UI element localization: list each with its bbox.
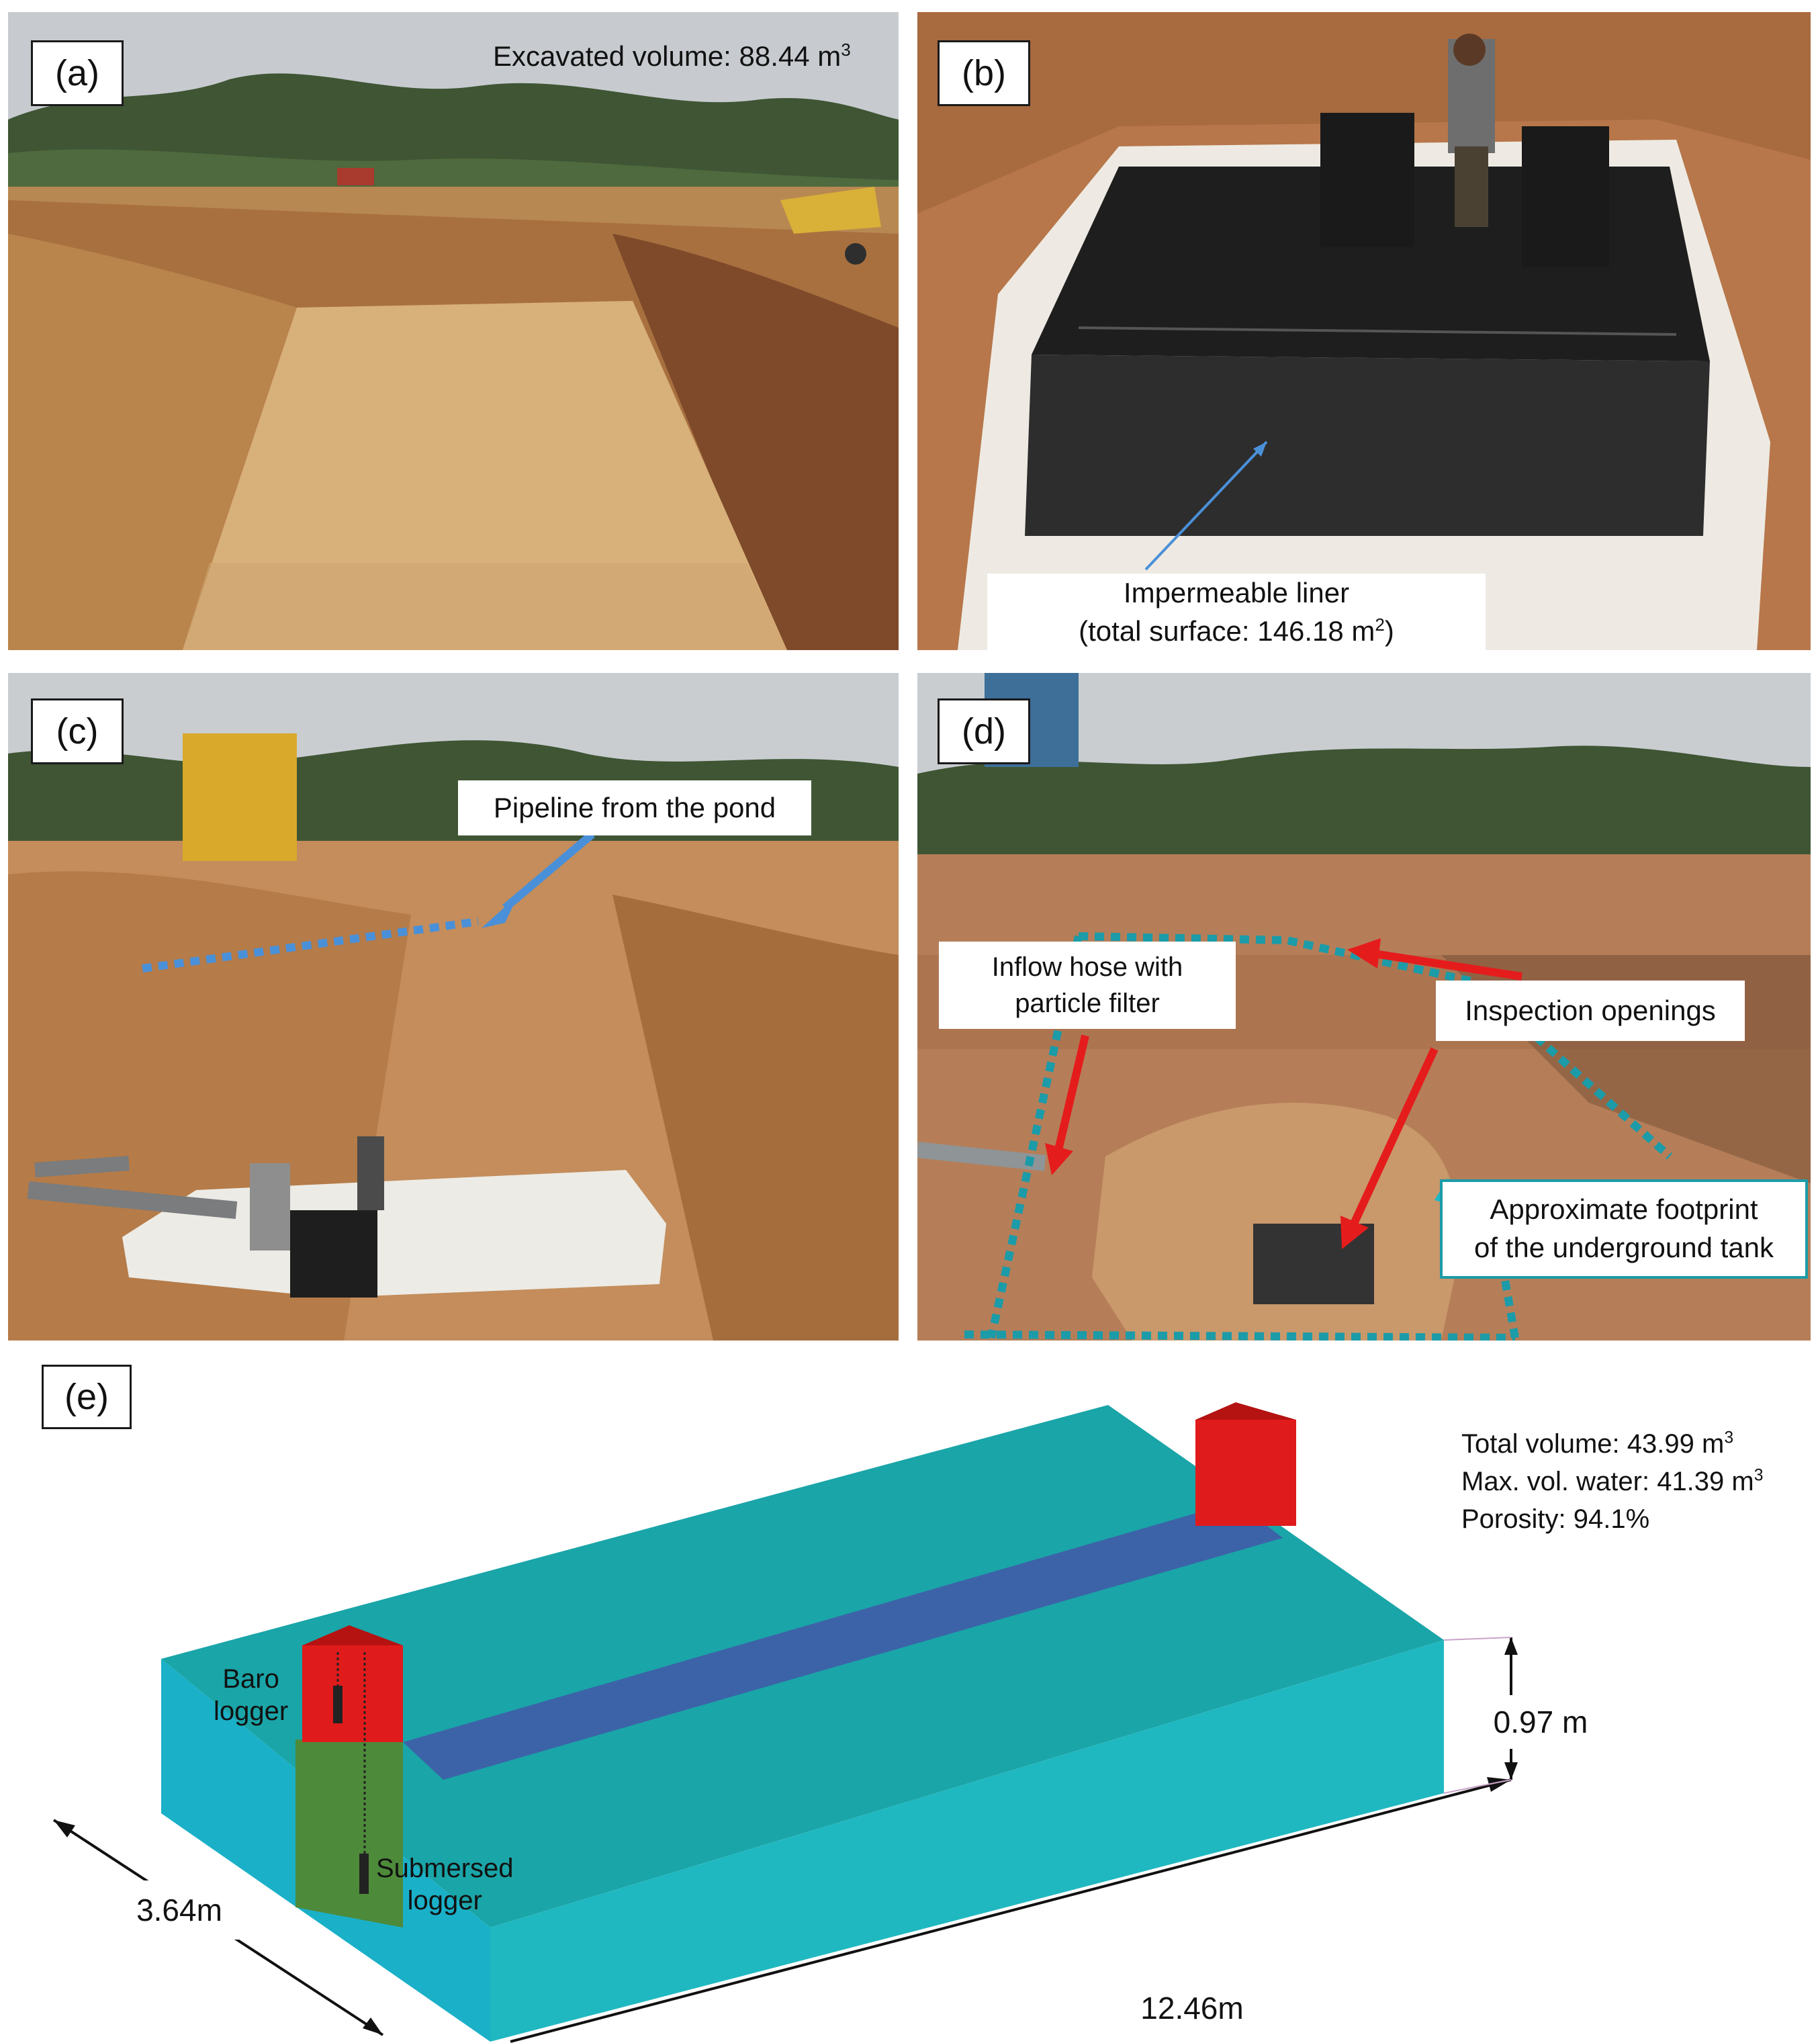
width-dimension: 3.64m xyxy=(102,1880,257,1940)
height-dimension: 0.97 m xyxy=(1473,1695,1608,1749)
panel-a-tag: (a) xyxy=(31,40,124,106)
excavation-photo xyxy=(8,12,899,650)
porosity-text: Porosity: 94.1% xyxy=(1461,1504,1650,1534)
total-volume-text: Total volume: 43.99 m3 xyxy=(1461,1428,1734,1459)
impermeable-liner-label: Impermeable liner (total surface: 146.18… xyxy=(987,574,1486,650)
panel-c-photo: (c) Pipeline from the pond xyxy=(8,673,899,1341)
pipeline-label: Pipeline from the pond xyxy=(458,780,811,835)
inspection-openings-label: Inspection openings xyxy=(1436,981,1745,1041)
max-water-volume-text: Max. vol. water: 41.39 m3 xyxy=(1461,1466,1764,1496)
submersed-logger-label: Submersed logger xyxy=(376,1854,514,1915)
pipeline-dotted-path xyxy=(142,831,595,972)
panel-e-diagram: (e) Total volume: 43.99 m3 Max. vol. wat… xyxy=(0,1350,1820,2043)
tank-3d-diagram xyxy=(52,1402,1518,2043)
panel-a-photo: (a) Excavated volume: 88.44 m3 xyxy=(8,12,899,650)
panel-b-photo: (b) Impermeable liner (total surface: 14… xyxy=(917,12,1811,650)
length-dimension: 12.46m xyxy=(1115,1979,1269,2038)
panel-d-tag: (d) xyxy=(938,698,1030,764)
inflow-hose-label: Inflow hose with particle filter xyxy=(939,942,1236,1029)
liner-pointer-arrow xyxy=(1144,441,1268,571)
pipeline-photo xyxy=(8,673,899,1341)
finished-site-photo xyxy=(917,673,1811,1341)
panel-c-tag: (c) xyxy=(31,698,124,764)
excavated-volume-caption: Excavated volume: 88.44 m3 xyxy=(493,40,851,72)
liner-installation-photo xyxy=(917,12,1811,650)
panel-b-tag: (b) xyxy=(938,40,1030,106)
panel-d-photo: (d) Inflow hose with particle filter Ins… xyxy=(917,673,1811,1341)
panel-e-tag: (e) xyxy=(42,1365,132,1429)
footprint-label: Approximate footprint of the underground… xyxy=(1440,1179,1808,1279)
baro-logger-label: Baro logger xyxy=(214,1664,289,1726)
